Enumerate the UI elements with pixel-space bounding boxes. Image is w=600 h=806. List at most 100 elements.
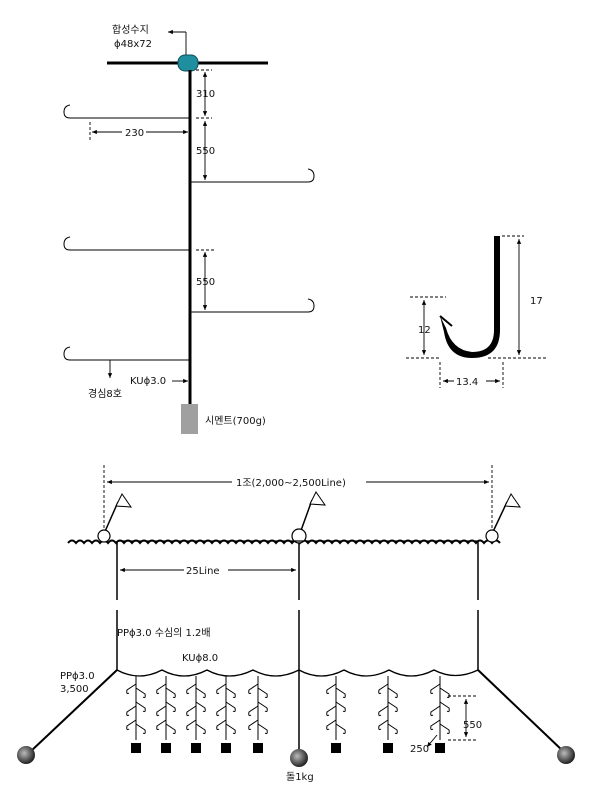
small-hook — [165, 701, 176, 713]
small-hook — [216, 705, 227, 717]
dim-310-label: 310 — [196, 89, 215, 100]
branch-length-arrow — [426, 734, 438, 748]
small-hook — [257, 723, 268, 735]
small-hook — [439, 687, 450, 699]
hook-height-label: 17 — [530, 296, 543, 307]
small-hook — [326, 719, 337, 731]
sinker-block — [383, 743, 393, 753]
float-label: 합성수지 — [112, 24, 149, 36]
synthetic-float — [177, 54, 199, 72]
anchor-rope-label-2: 3,500 — [60, 684, 89, 695]
small-hook — [335, 723, 346, 735]
small-hook — [387, 723, 398, 735]
sinker-block — [161, 743, 171, 753]
flag-buoy-3 — [485, 493, 522, 543]
branch-hook-5 — [63, 346, 190, 361]
small-hook — [135, 701, 146, 713]
small-hook — [326, 705, 337, 717]
hook-branch-group — [126, 676, 450, 753]
dropper-label: PPϕ3.0 수심의 1.2배 — [117, 627, 211, 639]
top-assembly: 합성수지 ϕ48x72 310 230 550 550 — [63, 24, 315, 434]
set-length-label: 1조(2,000~2,500Line) — [236, 478, 346, 489]
dim-230-label: 230 — [125, 128, 144, 139]
sinker-block — [221, 743, 231, 753]
small-hook — [378, 705, 389, 717]
small-hook — [156, 719, 167, 731]
small-hook — [430, 719, 441, 731]
small-hook — [195, 701, 206, 713]
small-hook — [387, 701, 398, 713]
small-hook — [135, 687, 146, 699]
small-hook — [156, 683, 167, 695]
branch-hook-1 — [63, 104, 190, 119]
anchor-stone-center — [290, 749, 308, 767]
small-hook — [335, 687, 346, 699]
small-hook — [378, 683, 389, 695]
small-hook — [387, 687, 398, 699]
small-hook — [248, 705, 259, 717]
small-hook — [195, 723, 206, 735]
sea-surface-waves — [67, 539, 501, 545]
scalloped-mainline — [116, 669, 479, 677]
small-hook — [186, 683, 197, 695]
hook-width-label: 13.4 — [456, 377, 478, 388]
small-hook — [225, 687, 236, 699]
branch-hook-4 — [190, 298, 315, 313]
small-hook — [430, 683, 441, 695]
branch-hook-2 — [190, 168, 315, 183]
small-hook — [216, 719, 227, 731]
small-hook — [135, 723, 146, 735]
small-hook — [257, 687, 268, 699]
small-hook — [126, 683, 137, 695]
flag-buoy-2 — [291, 491, 327, 544]
branch-spacing-label: 550 — [463, 720, 482, 731]
float-spacing-label: 25Line — [186, 566, 220, 577]
hook-shape — [440, 236, 500, 358]
anchor-rope-right — [477, 669, 565, 753]
bottom-layout: 1조(2,000~2,500Line) 25L — [17, 465, 575, 783]
small-hook — [430, 705, 441, 717]
cement-sinker — [181, 404, 198, 434]
anchor-stone-left — [17, 746, 35, 764]
sinker-block — [253, 743, 263, 753]
sinker-block — [435, 743, 445, 753]
anchor-stone-right — [557, 746, 575, 764]
small-hook — [335, 701, 346, 713]
small-hook — [126, 719, 137, 731]
branch-hook-3 — [63, 236, 190, 251]
small-hook — [326, 683, 337, 695]
hook-barb-label: 12 — [418, 325, 431, 336]
small-hook — [439, 723, 450, 735]
anchor-rope-label-1: PPϕ3.0 — [60, 671, 95, 682]
branch-length-label: 250 — [410, 744, 429, 755]
dim-550-2-label: 550 — [196, 277, 215, 288]
small-hook — [439, 701, 450, 713]
sinker-block — [331, 743, 341, 753]
anchor-rope-left — [29, 669, 118, 753]
small-hook — [165, 687, 176, 699]
small-hook — [126, 705, 137, 717]
float-size-label: ϕ48x72 — [114, 39, 152, 50]
small-hook — [186, 705, 197, 717]
small-hook — [195, 687, 206, 699]
stone-label: 돌1kg — [286, 771, 314, 783]
small-hook — [225, 701, 236, 713]
main-line-label: KUϕ3.0 — [130, 376, 166, 387]
mainline-label: KUϕ8.0 — [182, 653, 218, 664]
small-hook — [216, 683, 227, 695]
small-hook — [248, 719, 259, 731]
sinker-block — [191, 743, 201, 753]
small-hook — [378, 719, 389, 731]
small-hook — [248, 683, 259, 695]
small-hook — [165, 723, 176, 735]
small-hook — [156, 705, 167, 717]
sinker-block — [131, 743, 141, 753]
small-hook — [257, 701, 268, 713]
hook-detail: 17 12 13.4 — [406, 235, 546, 388]
flag-buoy-1 — [97, 493, 133, 543]
small-hook — [186, 719, 197, 731]
small-hook — [225, 723, 236, 735]
dim-550-1-label: 550 — [196, 146, 215, 157]
branch-line-label: 경심8호 — [88, 387, 122, 400]
